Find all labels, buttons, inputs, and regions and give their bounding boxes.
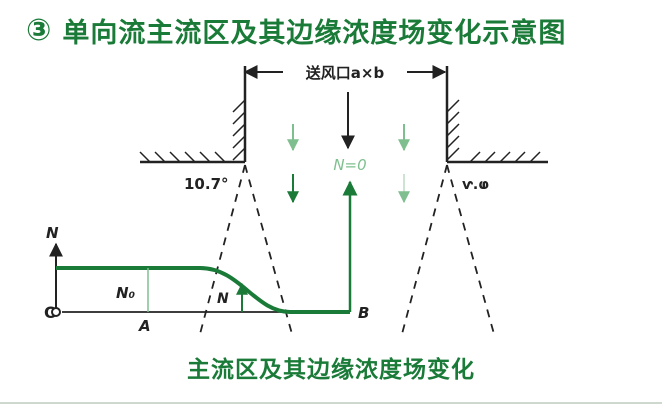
flow-arrows: [287, 124, 410, 204]
left-wall: [139, 66, 247, 164]
title-number: ③: [26, 12, 53, 48]
angle-label-right: ⱱ.ⱷ: [462, 177, 489, 193]
concentration-axes: [49, 242, 350, 313]
y-axis-label: N: [46, 224, 59, 242]
title-text: 单向流主流区及其边缘浓度场变化示意图: [62, 17, 567, 49]
n0-label: N₀: [116, 284, 136, 302]
angle-label: 10.7°: [184, 175, 229, 193]
dimension-label: 送风口a×b: [305, 64, 385, 82]
diagram-title: ③ 单向流主流区及其边缘浓度场变化示意图: [26, 6, 646, 54]
concentration-curve: [56, 266, 350, 314]
diagram-caption: 主流区及其边缘浓度场变化: [187, 357, 475, 383]
origin-point: [51, 307, 61, 317]
dimension-line: [243, 62, 447, 82]
center-concentration-label: N=0: [333, 156, 366, 174]
point-b-label: B: [358, 304, 369, 322]
center-arrows: [341, 92, 358, 312]
point-a-label: A: [138, 317, 151, 335]
right-wall: [445, 66, 548, 164]
bottom-divider: [0, 402, 662, 404]
jet-boundaries: [199, 164, 495, 335]
n-arrow-label: N: [217, 291, 229, 307]
